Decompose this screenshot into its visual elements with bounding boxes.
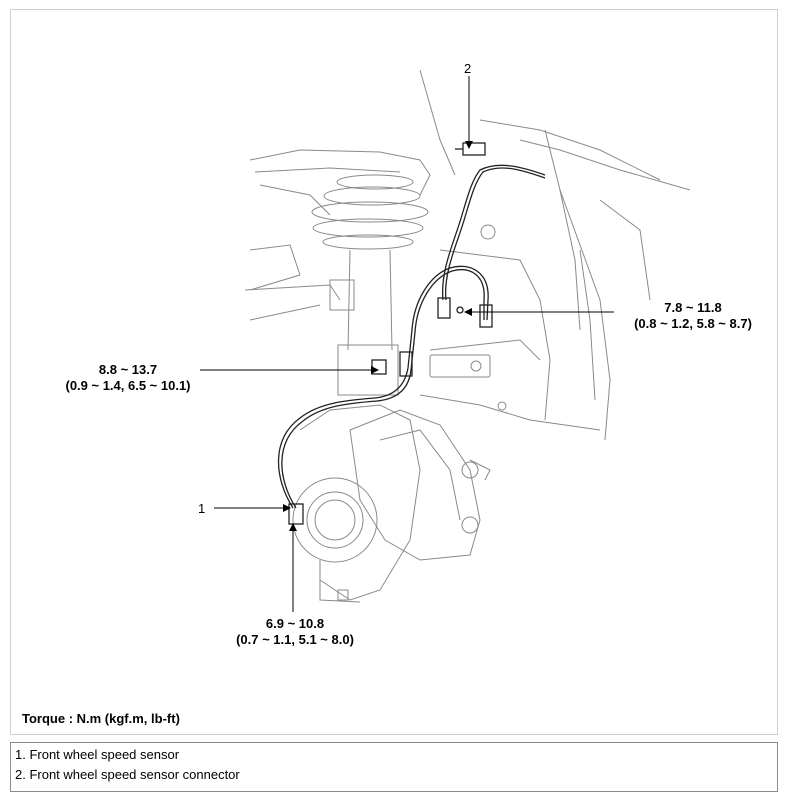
torque-label-connector: 7.8 ~ 11.8 (0.8 ~ 1.2, 5.8 ~ 8.7) [620,300,766,332]
callout-2-number: 2 [464,61,472,76]
parts-legend: 1. Front wheel speed sensor 2. Front whe… [10,742,778,792]
torque-connector-value: 7.8 ~ 11.8 [664,300,722,315]
torque-label-bracket: 8.8 ~ 13.7 (0.9 ~ 1.4, 6.5 ~ 10.1) [50,362,206,394]
diagram-frame [10,9,778,735]
torque-sensor-units: (0.7 ~ 1.1, 5.1 ~ 8.0) [236,632,354,647]
torque-sensor-value: 6.9 ~ 10.8 [265,616,325,631]
legend-item-2: 2. Front wheel speed sensor connector [15,767,240,782]
torque-bracket-units: (0.9 ~ 1.4, 6.5 ~ 10.1) [65,378,191,393]
legend-item-1: 1. Front wheel speed sensor [15,747,180,762]
torque-unit-note: Torque : N.m (kgf.m, lb-ft) [22,711,180,726]
torque-connector-units: (0.8 ~ 1.2, 5.8 ~ 8.7) [634,316,752,331]
torque-label-sensor: 6.9 ~ 10.8 (0.7 ~ 1.1, 5.1 ~ 8.0) [222,616,368,648]
callout-1-number: 1 [198,501,206,516]
torque-bracket-value: 8.8 ~ 13.7 [98,362,158,377]
